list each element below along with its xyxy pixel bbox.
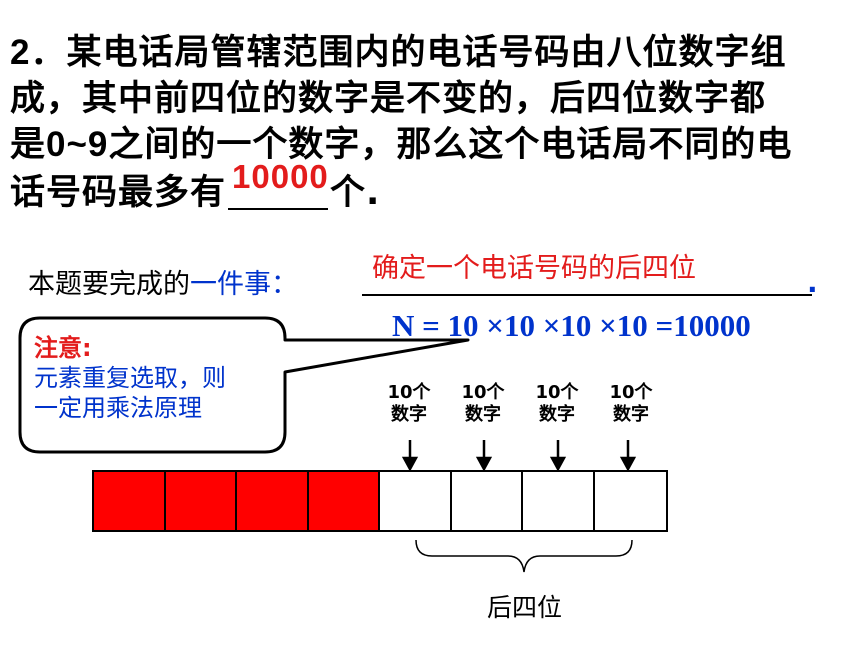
variable-digit-cell — [380, 472, 452, 530]
answer-blank: 10000 — [228, 158, 329, 210]
brace-icon — [415, 539, 633, 573]
problem-line-2: 成，其中前四位的数字是不变的，后四位数字都 — [10, 79, 767, 119]
callout-note: 注意: 元素重复选取，则 一定用乘法原理 — [34, 333, 226, 423]
problem-line-1: 2．某电话局管辖范围内的电话号码由八位数字组 — [10, 33, 787, 73]
task-underline — [362, 294, 812, 296]
note-line-2: 一定用乘法原理 — [34, 394, 202, 422]
digit-label: 10个数字 — [535, 382, 579, 425]
fixed-digit-cell — [94, 472, 166, 530]
note-line-1: 元素重复选取，则 — [34, 364, 226, 392]
brace-label: 后四位 — [487, 593, 563, 622]
answer-value: 10000 — [232, 158, 329, 195]
variable-digit-cell — [594, 472, 666, 530]
digit-label: 10个数字 — [609, 382, 653, 425]
problem-number: 2 — [10, 33, 31, 72]
digit-label: 10个数字 — [461, 382, 505, 425]
fixed-digit-cell — [165, 472, 237, 530]
task-period: . — [807, 266, 818, 299]
variable-digit-cell — [451, 472, 523, 530]
down-arrow-icon — [549, 440, 567, 472]
fixed-digit-cell — [308, 472, 380, 530]
problem-line-3: 是0~9之间的一个数字，那么这个电话局不同的电 — [10, 125, 793, 165]
down-arrow-icon — [475, 440, 493, 472]
task-answer: 确定一个电话号码的后四位 — [372, 253, 696, 284]
problem-statement: 2．某电话局管辖范围内的电话号码由八位数字组 成，其中前四位的数字是不变的，后四… — [10, 30, 850, 216]
note-title: 注意: — [34, 334, 92, 362]
task-highlight: 一件事： — [190, 269, 298, 300]
digit-label: 10个数字 — [387, 382, 431, 425]
task-label: 本题要完成的一件事： — [28, 269, 298, 300]
digit-cells — [92, 470, 668, 532]
down-arrow-icon — [619, 440, 637, 472]
variable-digit-cell — [523, 472, 595, 530]
fixed-digit-cell — [237, 472, 309, 530]
down-arrow-icon — [401, 440, 419, 472]
